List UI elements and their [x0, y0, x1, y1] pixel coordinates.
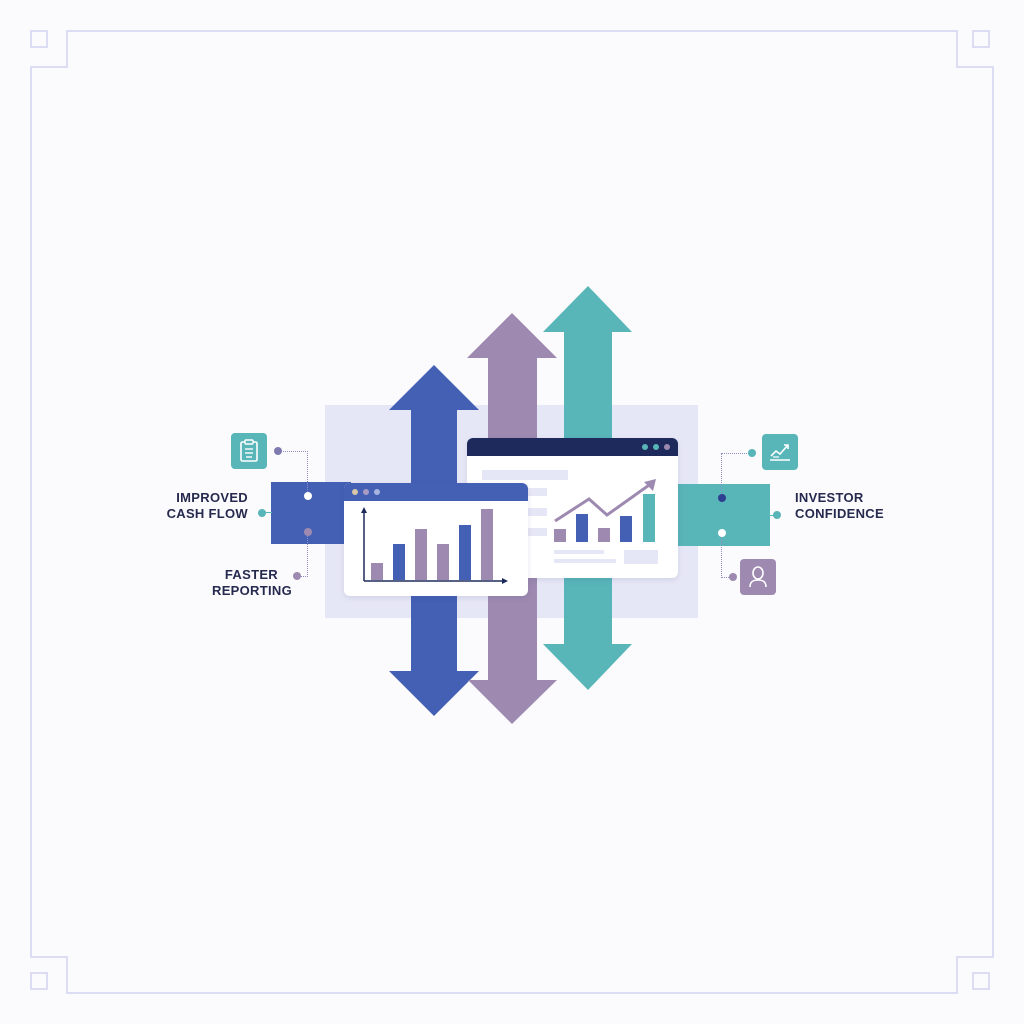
faster-reporting-label: FASTER REPORTING — [200, 567, 292, 599]
connector-line — [721, 453, 751, 454]
clipboard-icon-box — [231, 433, 267, 469]
window-dot — [352, 489, 358, 495]
connector-dot — [773, 511, 781, 519]
frame-notch — [956, 956, 994, 958]
connector-dot — [258, 509, 266, 517]
chart-bar — [576, 514, 588, 542]
connector-line — [721, 577, 733, 578]
chart-axes-icon — [361, 507, 508, 584]
window-dot — [653, 444, 659, 450]
user-icon — [749, 566, 767, 588]
frame-corner-square — [972, 972, 990, 990]
window-dot — [374, 489, 380, 495]
placeholder-line — [554, 559, 616, 563]
label-line: IMPROVED — [176, 490, 248, 505]
label-line: INVESTOR — [795, 490, 864, 505]
trend-chart-icon — [770, 444, 790, 461]
label-line: FASTER — [224, 567, 278, 582]
blue-up-arrow-icon — [389, 365, 479, 490]
frame-bottom-line — [66, 992, 958, 994]
frame-notch — [956, 66, 994, 68]
connector-line — [281, 451, 308, 452]
teal-up-arrow-icon — [543, 286, 632, 440]
frame-notch — [30, 66, 68, 68]
placeholder-line — [482, 470, 568, 480]
frame-top-line — [66, 30, 958, 32]
frame-notch — [30, 956, 68, 958]
connector-line — [721, 533, 722, 578]
chart-bar — [643, 494, 655, 542]
connector-line — [298, 576, 308, 577]
placeholder-box — [624, 550, 658, 564]
connector-line — [307, 532, 308, 577]
connector-line — [264, 512, 272, 513]
frame-corner-square — [30, 30, 48, 48]
bar-chart-titlebar — [344, 483, 528, 501]
bar-chart-window — [344, 483, 528, 596]
user-icon-box — [740, 559, 776, 595]
connector-dot — [718, 529, 726, 537]
frame-notch — [66, 30, 68, 66]
frame-corner-square — [972, 30, 990, 48]
placeholder-line — [527, 508, 547, 516]
frame-notch — [956, 958, 958, 994]
investor-confidence-label: INVESTOR CONFIDENCE — [795, 490, 905, 522]
bar-chart — [371, 508, 499, 580]
label-line: REPORTING — [212, 583, 292, 598]
window-dot — [642, 444, 648, 450]
connector-dot — [718, 494, 726, 502]
chart-bar — [459, 525, 471, 580]
improved-cash-flow-label: IMPROVED CASH FLOW — [158, 490, 248, 522]
blue-down-arrow-icon — [389, 595, 479, 716]
label-line: CASH FLOW — [166, 506, 248, 521]
chart-bar — [393, 544, 405, 580]
chart-bar — [437, 544, 449, 580]
purple-up-arrow-icon — [467, 313, 557, 440]
chart-bar — [371, 563, 383, 580]
connector-dot — [304, 528, 312, 536]
dashboard-bar-chart — [554, 494, 664, 542]
window-dot — [664, 444, 670, 450]
connector-dot — [274, 447, 282, 455]
teal-down-arrow-icon — [543, 575, 632, 690]
connector-line — [721, 453, 722, 497]
frame-left-line — [30, 66, 32, 958]
chart-bar — [415, 529, 427, 580]
frame-right-line — [992, 66, 994, 958]
connector-dot — [729, 573, 737, 581]
placeholder-line — [554, 550, 604, 554]
frame-notch — [956, 30, 958, 66]
frame-notch — [66, 958, 68, 994]
connector-dot — [304, 492, 312, 500]
placeholder-line — [527, 528, 547, 536]
chart-bar — [598, 528, 610, 542]
connector-line — [307, 451, 308, 496]
label-line: CONFIDENCE — [795, 506, 884, 521]
placeholder-line — [527, 488, 547, 496]
connector-dot — [293, 572, 301, 580]
trend-chart-icon-box — [762, 434, 798, 470]
window-dot — [363, 489, 369, 495]
chart-bar — [481, 509, 493, 580]
purple-down-arrow-icon — [468, 575, 557, 724]
right-teal-block — [678, 484, 770, 546]
connector-dot — [748, 449, 756, 457]
chart-bar — [620, 516, 632, 542]
trend-arrow-icon — [554, 479, 656, 523]
clipboard-icon — [240, 439, 258, 462]
chart-bar — [554, 529, 566, 542]
left-blue-block — [271, 482, 351, 544]
dashboard-titlebar — [467, 438, 678, 456]
frame-corner-square — [30, 972, 48, 990]
